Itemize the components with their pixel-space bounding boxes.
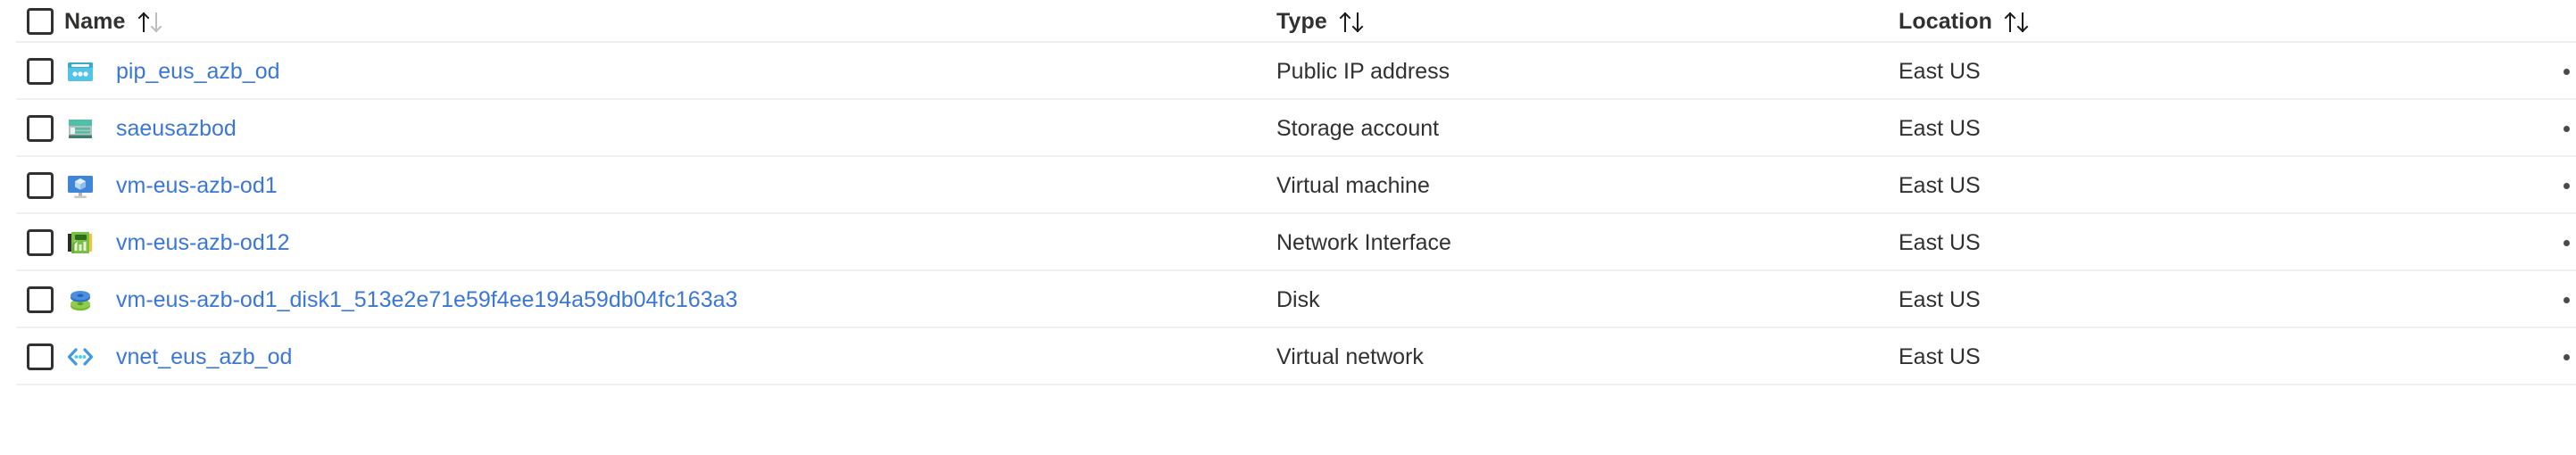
- sort-toggle-icon[interactable]: [1339, 11, 1369, 34]
- column-header-type-label: Type: [1276, 8, 1327, 34]
- row-name-cell: vm-eus-azb-od1_disk1_513e2e71e59f4ee194a…: [64, 284, 1276, 316]
- row-select-cell: [0, 58, 64, 85]
- virtual-network-icon: [64, 341, 96, 373]
- table-row[interactable]: saeusazbod Storage account East US: [0, 100, 2576, 157]
- row-location-value: East US: [1899, 58, 1981, 84]
- column-header-name[interactable]: Name: [64, 9, 1276, 35]
- row-location-cell: East US: [1892, 59, 2508, 85]
- resource-link[interactable]: vnet_eus_azb_od: [116, 343, 293, 369]
- column-header-type[interactable]: Type: [1276, 9, 1892, 35]
- row-type-value: Public IP address: [1276, 58, 1450, 84]
- column-header-location-label: Location: [1899, 8, 1992, 34]
- row-location-cell: East US: [1892, 116, 2508, 142]
- disk-icon: [64, 284, 96, 316]
- table-row[interactable]: vm-eus-azb-od1 Virtual machine East US: [0, 157, 2576, 214]
- row-select-cell: [0, 229, 64, 256]
- table-row[interactable]: vnet_eus_azb_od Virtual network East US: [0, 328, 2576, 385]
- row-actions-cell: [2508, 62, 2576, 82]
- resource-link[interactable]: pip_eus_azb_od: [116, 58, 280, 84]
- row-actions-cell: [2508, 176, 2576, 196]
- table-row[interactable]: vm-eus-azb-od1_disk1_513e2e71e59f4ee194a…: [0, 271, 2576, 328]
- ellipsis-icon[interactable]: [2558, 62, 2576, 82]
- row-select-cell: [0, 115, 64, 142]
- row-location-cell: East US: [1892, 230, 2508, 256]
- row-select-cell: [0, 286, 64, 313]
- row-location-value: East US: [1899, 343, 1981, 369]
- ellipsis-icon[interactable]: [2558, 233, 2576, 253]
- select-all-cell: [0, 8, 64, 35]
- row-actions-cell: [2508, 347, 2576, 368]
- row-type-cell: Virtual machine: [1276, 173, 1892, 199]
- row-type-cell: Disk: [1276, 287, 1892, 313]
- ellipsis-icon[interactable]: [2558, 290, 2576, 310]
- table-row[interactable]: pip_eus_azb_od Public IP address East US: [0, 43, 2576, 100]
- row-location-cell: East US: [1892, 344, 2508, 370]
- table-row[interactable]: vm-eus-azb-od12 Network Interface East U…: [0, 214, 2576, 271]
- sort-toggle-icon[interactable]: [2004, 11, 2034, 34]
- row-type-cell: Storage account: [1276, 116, 1892, 142]
- sort-ascending-icon[interactable]: [137, 11, 168, 34]
- ellipsis-icon[interactable]: [2558, 119, 2576, 139]
- row-type-value: Virtual network: [1276, 343, 1424, 369]
- virtual-machine-icon: [64, 170, 96, 202]
- row-location-value: East US: [1899, 115, 1981, 141]
- storage-account-icon: [64, 112, 96, 145]
- row-type-value: Disk: [1276, 286, 1320, 312]
- row-location-cell: East US: [1892, 173, 2508, 199]
- select-all-checkbox[interactable]: [27, 8, 54, 35]
- resource-link[interactable]: vm-eus-azb-od1: [116, 172, 278, 198]
- row-location-value: East US: [1899, 286, 1981, 312]
- row-checkbox[interactable]: [27, 172, 54, 199]
- ellipsis-icon[interactable]: [2558, 347, 2576, 368]
- row-type-value: Network Interface: [1276, 229, 1451, 255]
- row-name-cell: vm-eus-azb-od12: [64, 227, 1276, 259]
- row-name-cell: vm-eus-azb-od1: [64, 170, 1276, 202]
- row-name-cell: vnet_eus_azb_od: [64, 341, 1276, 373]
- public-ip-address-icon: [64, 55, 96, 87]
- table-header-row: Name Type: [0, 0, 2576, 43]
- resource-link[interactable]: saeusazbod: [116, 115, 237, 141]
- row-type-value: Virtual machine: [1276, 172, 1430, 198]
- row-checkbox[interactable]: [27, 58, 54, 85]
- resource-link[interactable]: vm-eus-azb-od1_disk1_513e2e71e59f4ee194a…: [116, 286, 738, 312]
- row-name-cell: saeusazbod: [64, 112, 1276, 145]
- network-interface-icon: [64, 227, 96, 259]
- row-type-cell: Public IP address: [1276, 59, 1892, 85]
- row-name-cell: pip_eus_azb_od: [64, 55, 1276, 87]
- column-header-name-label: Name: [64, 8, 126, 34]
- column-header-location[interactable]: Location: [1892, 9, 2508, 35]
- row-select-cell: [0, 172, 64, 199]
- row-checkbox[interactable]: [27, 343, 54, 370]
- row-actions-cell: [2508, 233, 2576, 253]
- row-checkbox[interactable]: [27, 229, 54, 256]
- resource-list-table: Name Type: [0, 0, 2576, 385]
- row-actions-cell: [2508, 290, 2576, 310]
- row-actions-cell: [2508, 119, 2576, 139]
- row-location-value: East US: [1899, 172, 1981, 198]
- ellipsis-icon[interactable]: [2558, 176, 2576, 196]
- resource-link[interactable]: vm-eus-azb-od12: [116, 229, 290, 255]
- row-location-value: East US: [1899, 229, 1981, 255]
- row-checkbox[interactable]: [27, 286, 54, 313]
- row-location-cell: East US: [1892, 287, 2508, 313]
- row-type-cell: Virtual network: [1276, 344, 1892, 370]
- row-type-cell: Network Interface: [1276, 230, 1892, 256]
- row-select-cell: [0, 343, 64, 370]
- row-checkbox[interactable]: [27, 115, 54, 142]
- row-type-value: Storage account: [1276, 115, 1440, 141]
